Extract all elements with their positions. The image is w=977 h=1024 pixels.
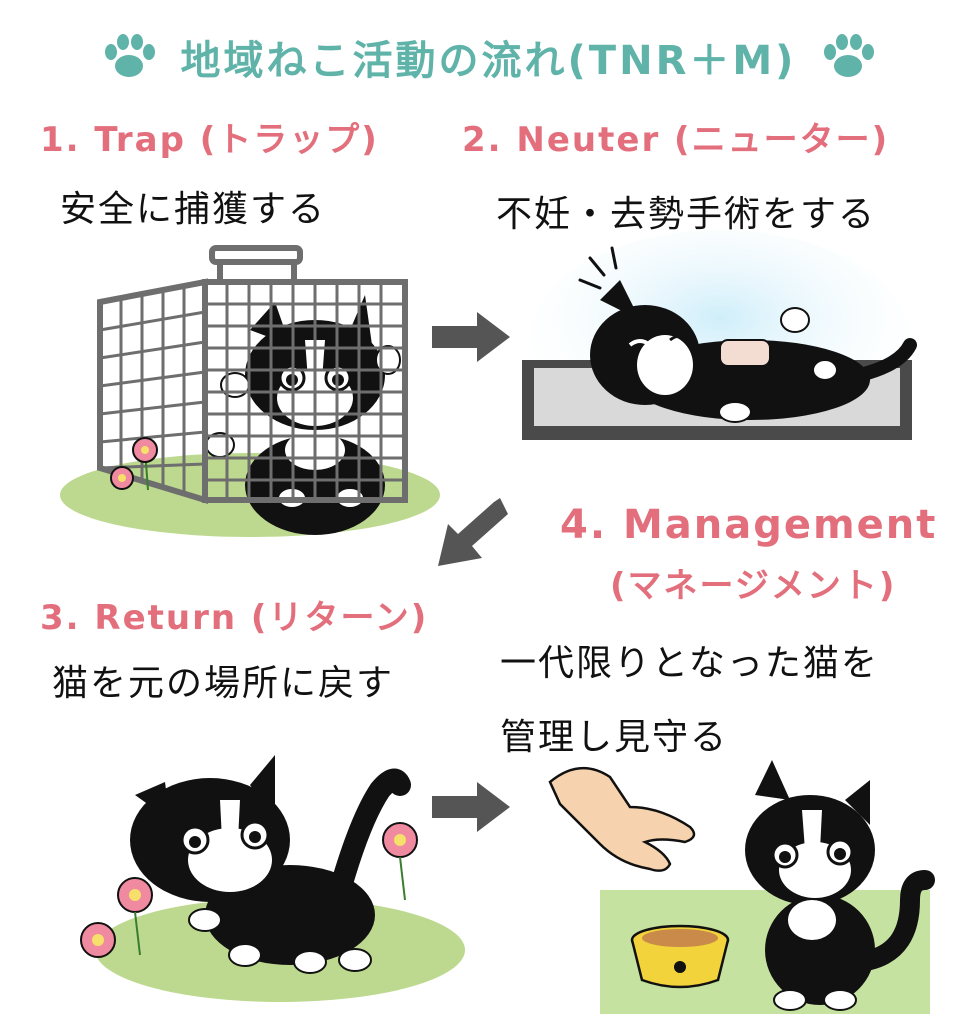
sitting-cat-illustration xyxy=(745,760,935,1011)
paw-icon xyxy=(104,34,155,77)
management-illustration xyxy=(548,760,935,1014)
arrow-down-left-icon xyxy=(438,498,508,566)
hand-illustration xyxy=(548,766,696,872)
step-neuter-heading: 2. Neuter (ニューター) xyxy=(462,120,890,160)
step-management-description-line2: 管理し見守る xyxy=(500,717,729,758)
cat-in-cage-illustration xyxy=(60,245,440,537)
arrow-right-icon xyxy=(432,312,510,362)
step-trap-description: 安全に捕獲する xyxy=(60,189,327,230)
step-trap-heading: 1. Trap (トラップ) xyxy=(40,120,379,160)
paw-icon xyxy=(824,34,875,77)
step-neuter-description: 不妊・去勢手術をする xyxy=(496,194,877,235)
step-return-description: 猫を元の場所に戻す xyxy=(52,663,395,704)
step-return-heading: 3. Return (リターン) xyxy=(40,598,429,638)
page-title: 地域ねこ活動の流れ(TNR＋M) xyxy=(180,38,797,84)
walking-cat-illustration xyxy=(80,755,465,1002)
step-management-subheading: (マネージメント) xyxy=(610,566,897,606)
step-management-heading: 4. Management xyxy=(560,502,938,548)
arrow-right-icon-2 xyxy=(432,782,510,832)
title-bar: 地域ねこ活動の流れ(TNR＋M) xyxy=(0,22,977,92)
food-bowl-illustration xyxy=(630,924,730,989)
sleeping-cat-illustration xyxy=(522,230,917,450)
step-management-description-line1: 一代限りとなった猫を xyxy=(500,643,879,684)
